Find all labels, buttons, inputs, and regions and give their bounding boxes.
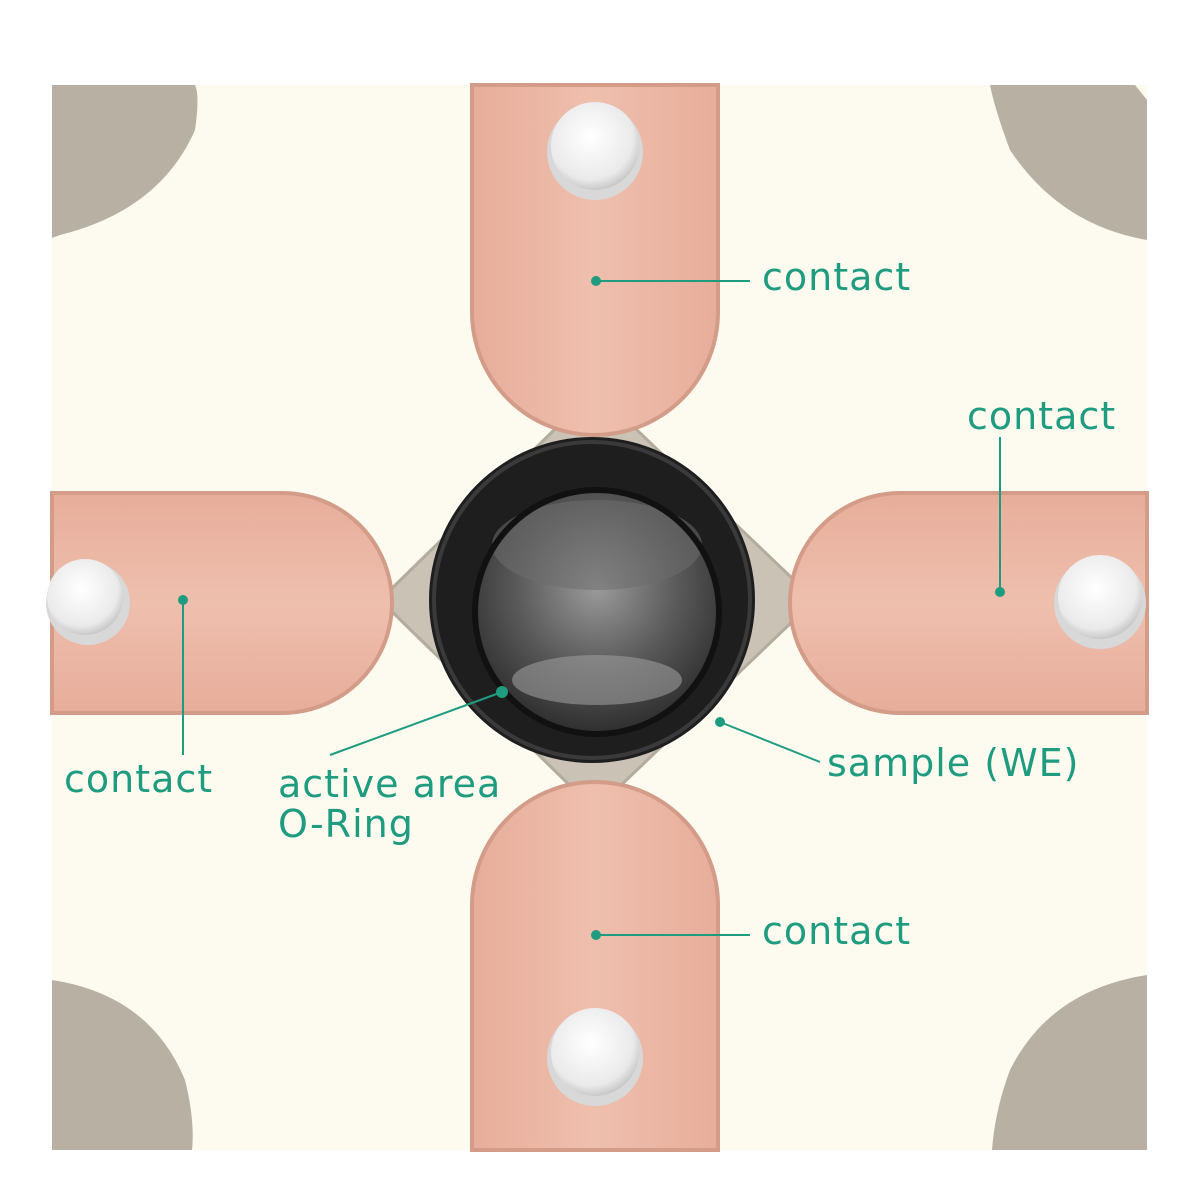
label-active-area: active area [278,762,501,806]
contact-strip-right [788,491,1149,715]
label-contact-left: contact [64,757,213,801]
annotation-leaders [178,276,1005,940]
copper-contacts [50,83,1149,1152]
corner-pad-top-left [52,85,198,238]
label-contact-bottom: contact [762,909,911,953]
corner-pad-top-right [990,85,1147,240]
leader-contact-right [995,437,1005,597]
contact-strip-bottom [470,780,720,1152]
pin-left [46,559,130,645]
contact-strip-top [470,83,720,437]
leader-contact-top [591,276,750,286]
pin-top [547,102,643,200]
contact-pins [46,102,1146,1106]
pin-right [1054,555,1146,649]
corner-pads [52,85,1147,1150]
label-sample-we: sample (WE) [827,741,1079,785]
leader-active-area [329,686,508,756]
leader-contact-left [178,595,188,755]
label-o-ring: O-Ring [278,802,414,846]
label-contact-top: contact [762,255,911,299]
label-contact-right: contact [967,394,1116,438]
pin-bottom [547,1008,643,1106]
leader-contact-bottom [591,930,750,940]
contact-strip-left [50,491,394,715]
corner-pad-bottom-right [992,975,1147,1150]
leader-sample [715,717,821,763]
o-ring-assembly [429,437,755,763]
corner-pad-bottom-left [52,980,193,1150]
